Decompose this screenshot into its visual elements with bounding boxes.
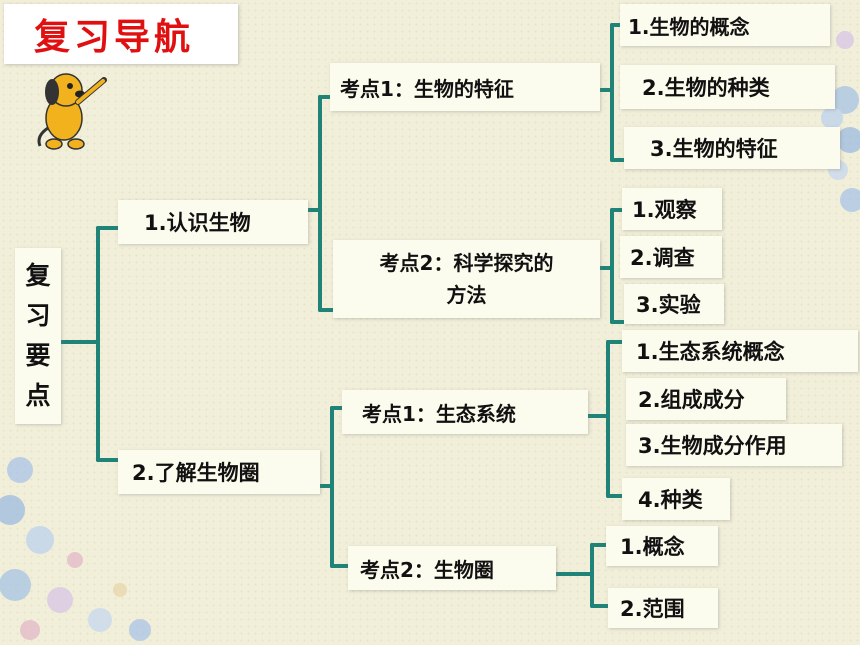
- root-char: 要: [25, 341, 51, 370]
- leaf-organism-types: 2.生物的种类: [620, 65, 835, 109]
- point-ecosystem: 考点1：生态系统: [342, 390, 588, 434]
- leaf-organism-concept: 1.生物的概念: [620, 4, 830, 46]
- leaf-biotic-role: 3.生物成分作用: [626, 424, 842, 466]
- leaf-biosphere-concept: 1.概念: [606, 526, 718, 566]
- leaf-organism-characteristics: 3.生物的特征: [624, 127, 840, 169]
- point-biosphere: 考点2：生物圈: [348, 546, 556, 590]
- point-label-line2: 方法: [446, 283, 487, 307]
- root-node-review-points: 复 习 要 点: [15, 248, 61, 424]
- point-scientific-inquiry: 考点2：科学探究的 方法: [333, 240, 600, 318]
- page-title: 复习导航: [4, 4, 238, 64]
- leaf-components: 2.组成成分: [626, 378, 786, 420]
- leaf-observation: 1.观察: [622, 188, 722, 230]
- point-label-line1: 考点2：科学探究的: [379, 251, 554, 275]
- leaf-ecosystem-types: 4.种类: [622, 478, 730, 520]
- root-char: 点: [25, 381, 51, 410]
- branch-know-organisms: 1.认识生物: [118, 200, 308, 244]
- root-char: 习: [25, 301, 51, 330]
- leaf-survey: 2.调查: [620, 236, 722, 278]
- leaf-ecosystem-concept: 1.生态系统概念: [622, 330, 858, 372]
- dog-mascot-icon: [37, 73, 107, 150]
- root-char: 复: [25, 261, 51, 290]
- leaf-biosphere-range: 2.范围: [608, 588, 718, 628]
- branch-understand-biosphere: 2.了解生物圈: [118, 450, 320, 494]
- point-organism-features: 考点1：生物的特征: [330, 63, 600, 111]
- leaf-experiment: 3.实验: [624, 284, 724, 324]
